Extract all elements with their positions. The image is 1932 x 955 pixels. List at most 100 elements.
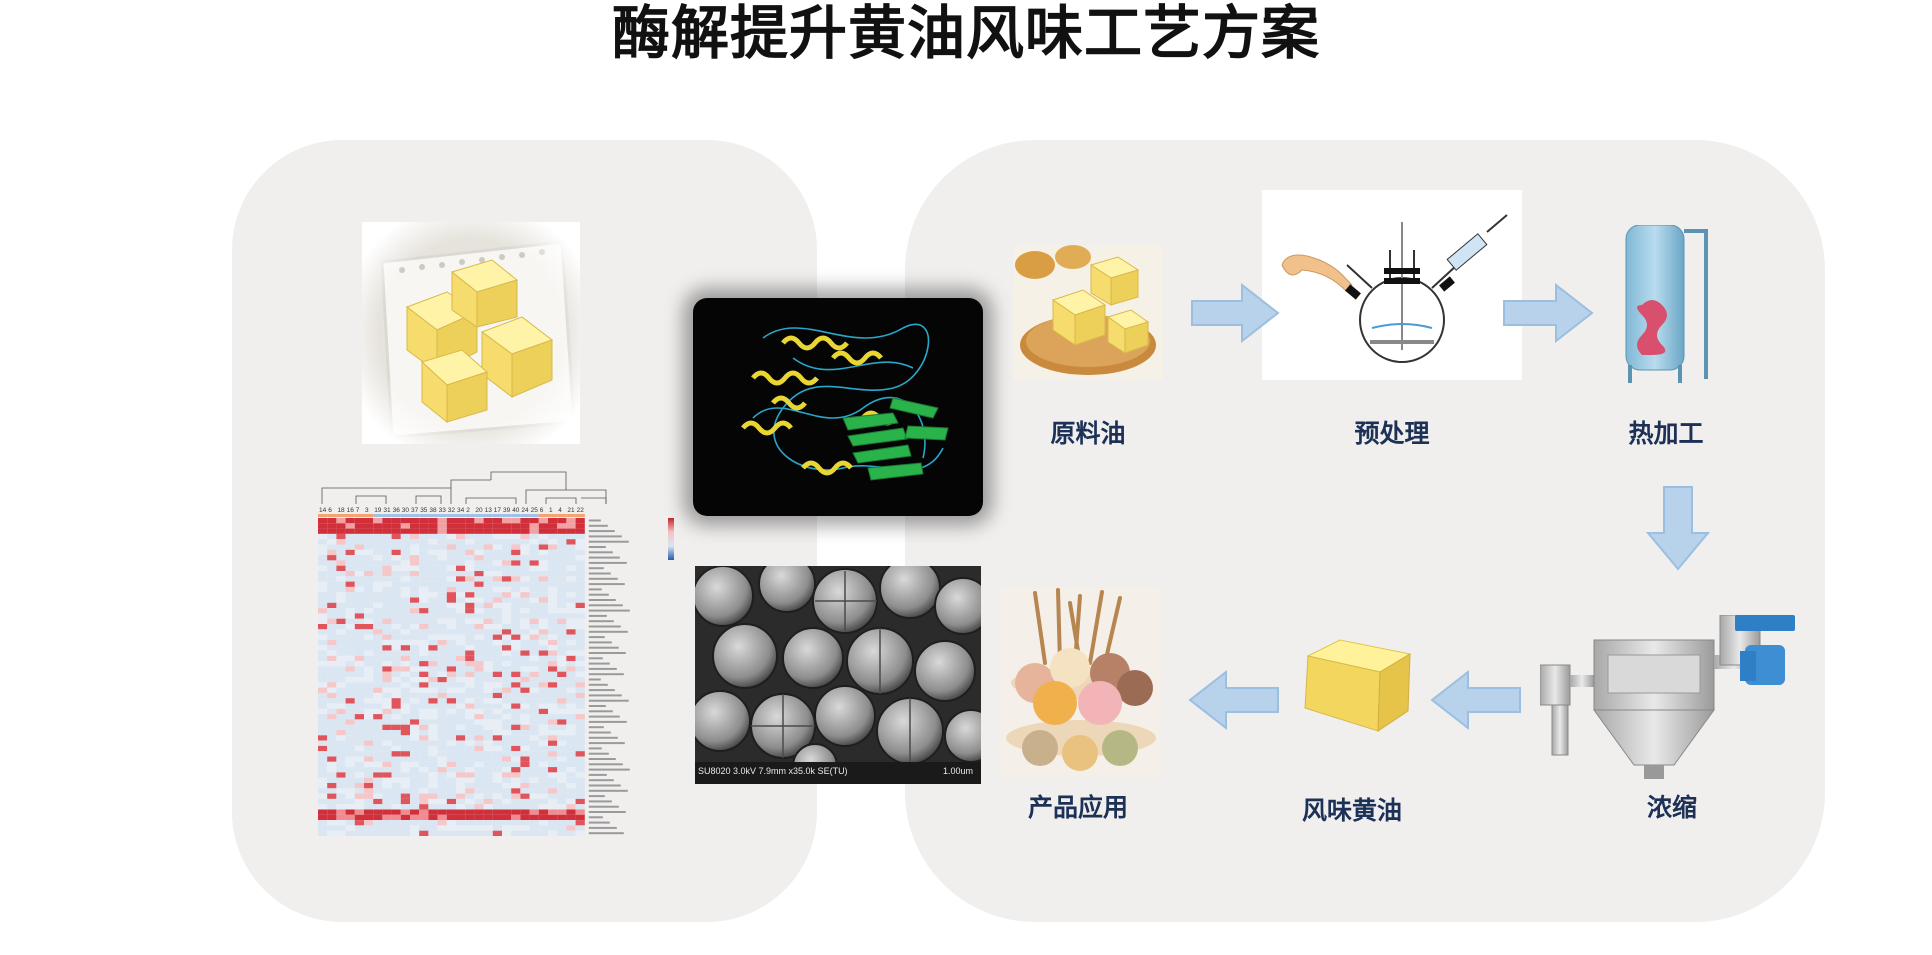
heatmap-sample-label: 40 xyxy=(512,507,520,514)
heatmap-cell xyxy=(391,544,401,550)
heatmap-cell xyxy=(474,692,484,699)
heatmap-cell xyxy=(511,565,521,571)
heatmap-cell xyxy=(483,608,493,614)
heatmap-cell xyxy=(456,518,466,524)
heatmap-cell xyxy=(364,661,374,667)
heatmap-cell xyxy=(373,719,383,725)
heatmap-cell xyxy=(336,539,346,545)
heatmap-cell xyxy=(345,692,355,699)
heatmap-cell xyxy=(465,661,475,667)
heatmap-cell xyxy=(575,777,585,783)
heatmap-cell xyxy=(437,830,447,836)
heatmap-cell xyxy=(446,687,456,693)
heatmap-cell xyxy=(557,544,567,550)
heatmap-cell xyxy=(410,565,420,571)
heatmap-cell xyxy=(483,634,493,640)
heatmap-cell xyxy=(364,814,374,821)
heatmap-cell xyxy=(410,724,420,730)
heatmap-cell xyxy=(446,745,456,752)
heatmap-cell xyxy=(557,634,567,640)
heatmap-cell xyxy=(354,555,364,561)
heatmap-group-strip xyxy=(364,514,374,517)
heatmap-cell xyxy=(410,555,420,561)
heatmap-cell xyxy=(520,719,530,725)
heatmap-cell xyxy=(410,788,420,794)
heatmap-cell xyxy=(437,586,447,593)
heatmap-cell xyxy=(474,798,484,805)
heatmap-cell xyxy=(327,624,337,630)
heatmap-cell xyxy=(345,682,355,688)
heatmap-cell xyxy=(511,581,521,587)
heatmap-cell xyxy=(446,671,456,677)
heatmap-cell xyxy=(529,677,539,683)
heatmap-cell xyxy=(327,772,337,778)
heatmap-cell xyxy=(483,661,493,667)
heatmap-cell xyxy=(465,645,475,651)
heatmap-cell xyxy=(382,767,392,773)
sem-micrograph: SU8020 3.0kV 7.9mm x35.0k SE(TU) 1.00um xyxy=(695,566,981,784)
heatmap-cell xyxy=(557,698,567,704)
heatmap-cell xyxy=(511,788,521,794)
heatmap-cell xyxy=(492,592,502,598)
heatmap-cell xyxy=(548,666,558,672)
heatmap-cell xyxy=(483,698,493,704)
heatmap-cell xyxy=(529,703,539,709)
heatmap-cell xyxy=(529,767,539,773)
heatmap-cell xyxy=(483,687,493,693)
heatmap-cell xyxy=(538,745,548,752)
heatmap-cell xyxy=(400,714,410,720)
heatmap-cell xyxy=(511,745,521,752)
heatmap-cell xyxy=(566,608,576,614)
heatmap-cell xyxy=(538,613,548,619)
heatmap-cell xyxy=(566,650,576,656)
heatmap-cell xyxy=(511,629,521,635)
heatmap-cell xyxy=(474,645,484,651)
heatmap-cell xyxy=(400,772,410,778)
heatmap-cell xyxy=(437,714,447,720)
heatmap-cell xyxy=(437,549,447,556)
heatmap-cell xyxy=(428,581,438,587)
heatmap-cell xyxy=(400,549,410,556)
heatmap-cell xyxy=(400,687,410,693)
heatmap-cell xyxy=(548,783,558,789)
heatmap-cell xyxy=(354,714,364,720)
heatmap-cell xyxy=(548,740,558,746)
heatmap-cell xyxy=(483,645,493,651)
heatmap-cell xyxy=(318,560,328,566)
heatmap-cell xyxy=(492,724,502,730)
heatmap-cell xyxy=(465,618,475,624)
heatmap-cell xyxy=(548,708,558,715)
heatmap-cell xyxy=(345,724,355,730)
heatmap-cell xyxy=(391,666,401,672)
heatmap-cell xyxy=(354,825,364,831)
heatmap-cell xyxy=(548,735,558,741)
heatmap-cell xyxy=(428,804,438,810)
heatmap-cell xyxy=(400,565,410,571)
heatmap-cell xyxy=(400,560,410,566)
heatmap-cell xyxy=(419,814,429,821)
heatmap-cell xyxy=(483,549,493,556)
heatmap-cell xyxy=(575,820,585,826)
heatmap-cell xyxy=(400,576,410,582)
heatmap-cell xyxy=(520,555,530,561)
heatmap-cell xyxy=(538,740,548,746)
heatmap-cell xyxy=(410,586,420,593)
heatmap-cell xyxy=(410,671,420,677)
heatmap-cell xyxy=(391,788,401,794)
heatmap-cell xyxy=(474,730,484,736)
heatmap-cell xyxy=(391,677,401,683)
heatmap-cell xyxy=(474,555,484,561)
heatmap-cell xyxy=(492,682,502,688)
heatmap-cell xyxy=(511,724,521,730)
heatmap-cell xyxy=(557,613,567,619)
heatmap-cell xyxy=(410,692,420,699)
heatmap-cell xyxy=(483,719,493,725)
heatmap-cell xyxy=(511,624,521,630)
heatmap-cell xyxy=(483,814,493,821)
heatmap-cell xyxy=(483,756,493,762)
heatmap-cell xyxy=(566,767,576,773)
heatmap-cell xyxy=(428,639,438,646)
heatmap-cell xyxy=(566,814,576,821)
heatmap-cell xyxy=(492,555,502,561)
heatmap-cell xyxy=(456,809,466,815)
